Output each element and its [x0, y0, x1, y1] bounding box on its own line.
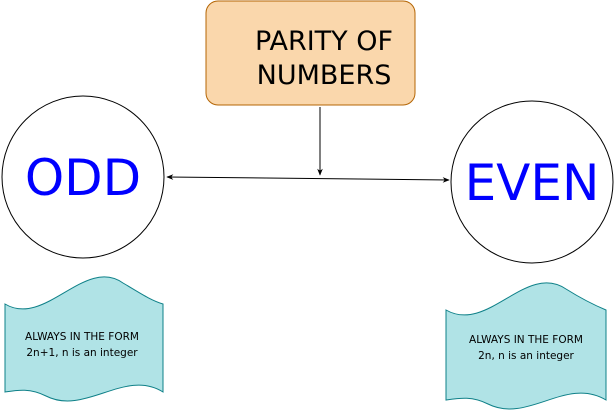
odd-note-line-1: ALWAYS IN THE FORM	[25, 331, 139, 343]
even-note-line-2: 2n, n is an integer	[478, 350, 574, 362]
odd-even-double-arrow	[166, 174, 450, 183]
odd-label: ODD	[25, 149, 141, 207]
even-label: EVEN	[465, 154, 600, 212]
even-note: ALWAYS IN THE FORM 2n, n is an integer	[445, 282, 607, 410]
odd-note-shape	[4, 276, 164, 402]
title-line-1: PARITY OF	[255, 26, 393, 57]
odd-note: ALWAYS IN THE FORM 2n+1, n is an integer	[4, 276, 164, 402]
title-box	[205, 0, 416, 106]
odd-node: ODD	[1, 95, 165, 259]
title-line-2: NUMBERS	[257, 60, 392, 91]
parity-title-node: PARITY OF NUMBERS	[205, 0, 416, 106]
even-circle	[450, 100, 614, 264]
odd-circle	[1, 95, 165, 259]
even-note-line-1: ALWAYS IN THE FORM	[469, 334, 583, 346]
even-note-shape	[445, 282, 607, 410]
even-node: EVEN	[450, 100, 614, 264]
odd-note-line-2: 2n+1, n is an integer	[26, 347, 138, 359]
